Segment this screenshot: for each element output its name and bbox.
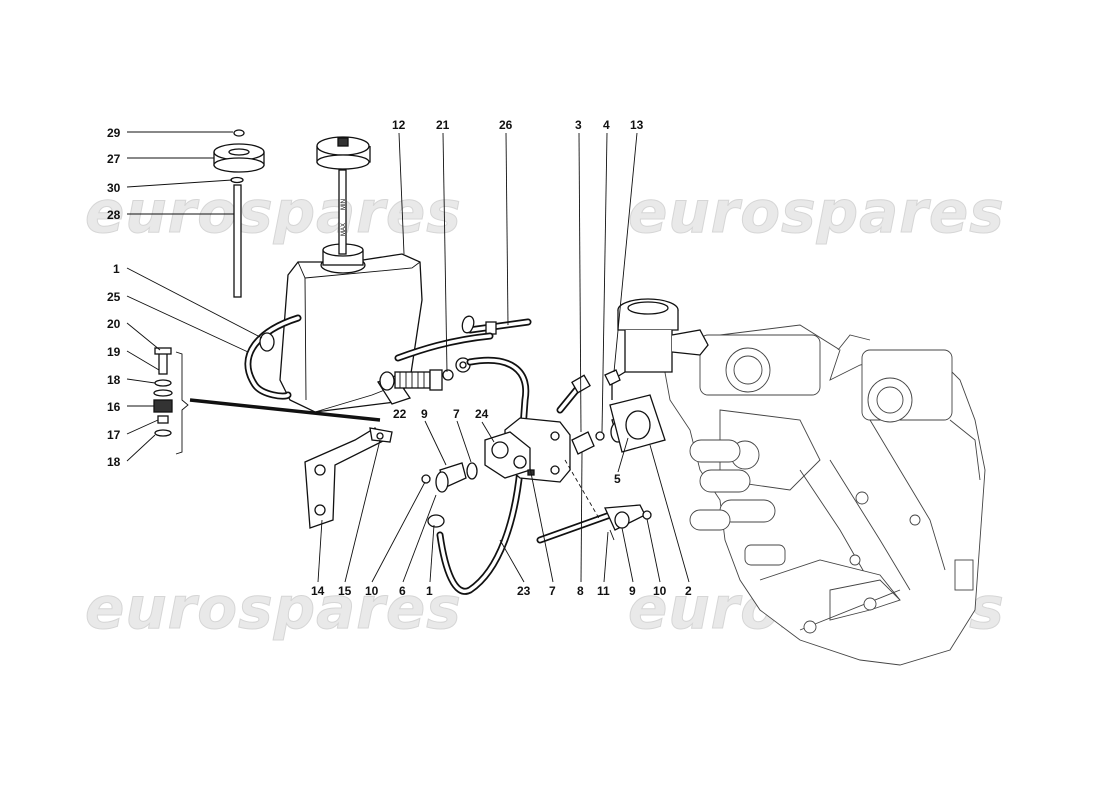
callout-7b: 7 — [549, 584, 556, 598]
reservoir-cap-exploded — [213, 129, 265, 298]
hose-clamp-1a — [259, 332, 275, 352]
callout-21: 21 — [436, 118, 450, 132]
callout-22: 22 — [393, 407, 407, 421]
dipstick-min-mark: MIN — [341, 199, 347, 210]
callout-1: 1 — [113, 262, 120, 276]
alignment-dashed-line — [564, 459, 601, 521]
callout-6: 6 — [399, 584, 406, 598]
callout-25: 25 — [107, 290, 121, 304]
callout-1b: 1 — [426, 584, 433, 598]
callout-18b: 18 — [107, 455, 121, 469]
callout-28: 28 — [107, 208, 121, 222]
hose-23 — [436, 356, 530, 595]
watermark-bottom-left: eurospares — [85, 574, 462, 642]
bracket-14 — [304, 427, 393, 529]
callout-3: 3 — [575, 118, 582, 132]
callout-5: 5 — [614, 472, 621, 486]
callout-26: 26 — [499, 118, 513, 132]
callout-29: 29 — [107, 126, 121, 140]
filler-neck-housing — [611, 298, 709, 400]
callout-27: 27 — [107, 152, 121, 166]
hose-26-assembly — [394, 315, 532, 362]
callout-10b: 10 — [653, 584, 667, 598]
callout-12: 12 — [392, 118, 406, 132]
watermark-top-left: eurospares — [85, 178, 462, 246]
hose-11 — [536, 504, 652, 544]
callout-7: 7 — [453, 407, 460, 421]
callout-9: 9 — [421, 407, 428, 421]
callout-17: 17 — [107, 428, 121, 442]
callout-23: 23 — [517, 584, 531, 598]
hose-7-right — [556, 374, 591, 414]
dipstick-max-mark: MAX — [341, 223, 347, 236]
callout-4: 4 — [603, 118, 610, 132]
callout-30: 30 — [107, 181, 121, 195]
callout-14: 14 — [311, 584, 325, 598]
watermark-top-right: eurospares — [628, 178, 1005, 246]
callout-11: 11 — [597, 584, 610, 598]
engine-block — [659, 324, 986, 666]
reservoir-cap-assembled: MAX MIN — [316, 136, 371, 255]
callout-13: 13 — [630, 118, 644, 132]
callout-10: 10 — [365, 584, 379, 598]
callout-9b: 9 — [629, 584, 636, 598]
leader-lines — [126, 131, 690, 583]
callout-24: 24 — [475, 407, 489, 421]
fitting-22 — [379, 357, 471, 391]
callout-8: 8 — [577, 584, 584, 598]
callout-19: 19 — [107, 345, 121, 359]
mount-leader-arrow — [189, 398, 381, 422]
dipstick-exploded — [233, 184, 242, 298]
flange-2 — [609, 394, 666, 453]
callout-15: 15 — [338, 584, 352, 598]
hose-25 — [244, 314, 302, 400]
callout-2: 2 — [685, 584, 692, 598]
callout-18: 18 — [107, 373, 121, 387]
callout-16: 16 — [107, 400, 121, 414]
callout-20: 20 — [107, 317, 121, 331]
pump-24 — [484, 417, 571, 483]
callout-labels: 29 27 30 28 1 25 20 19 18 16 17 18 12 21… — [107, 118, 692, 598]
banjo-fittings-left — [421, 462, 478, 528]
